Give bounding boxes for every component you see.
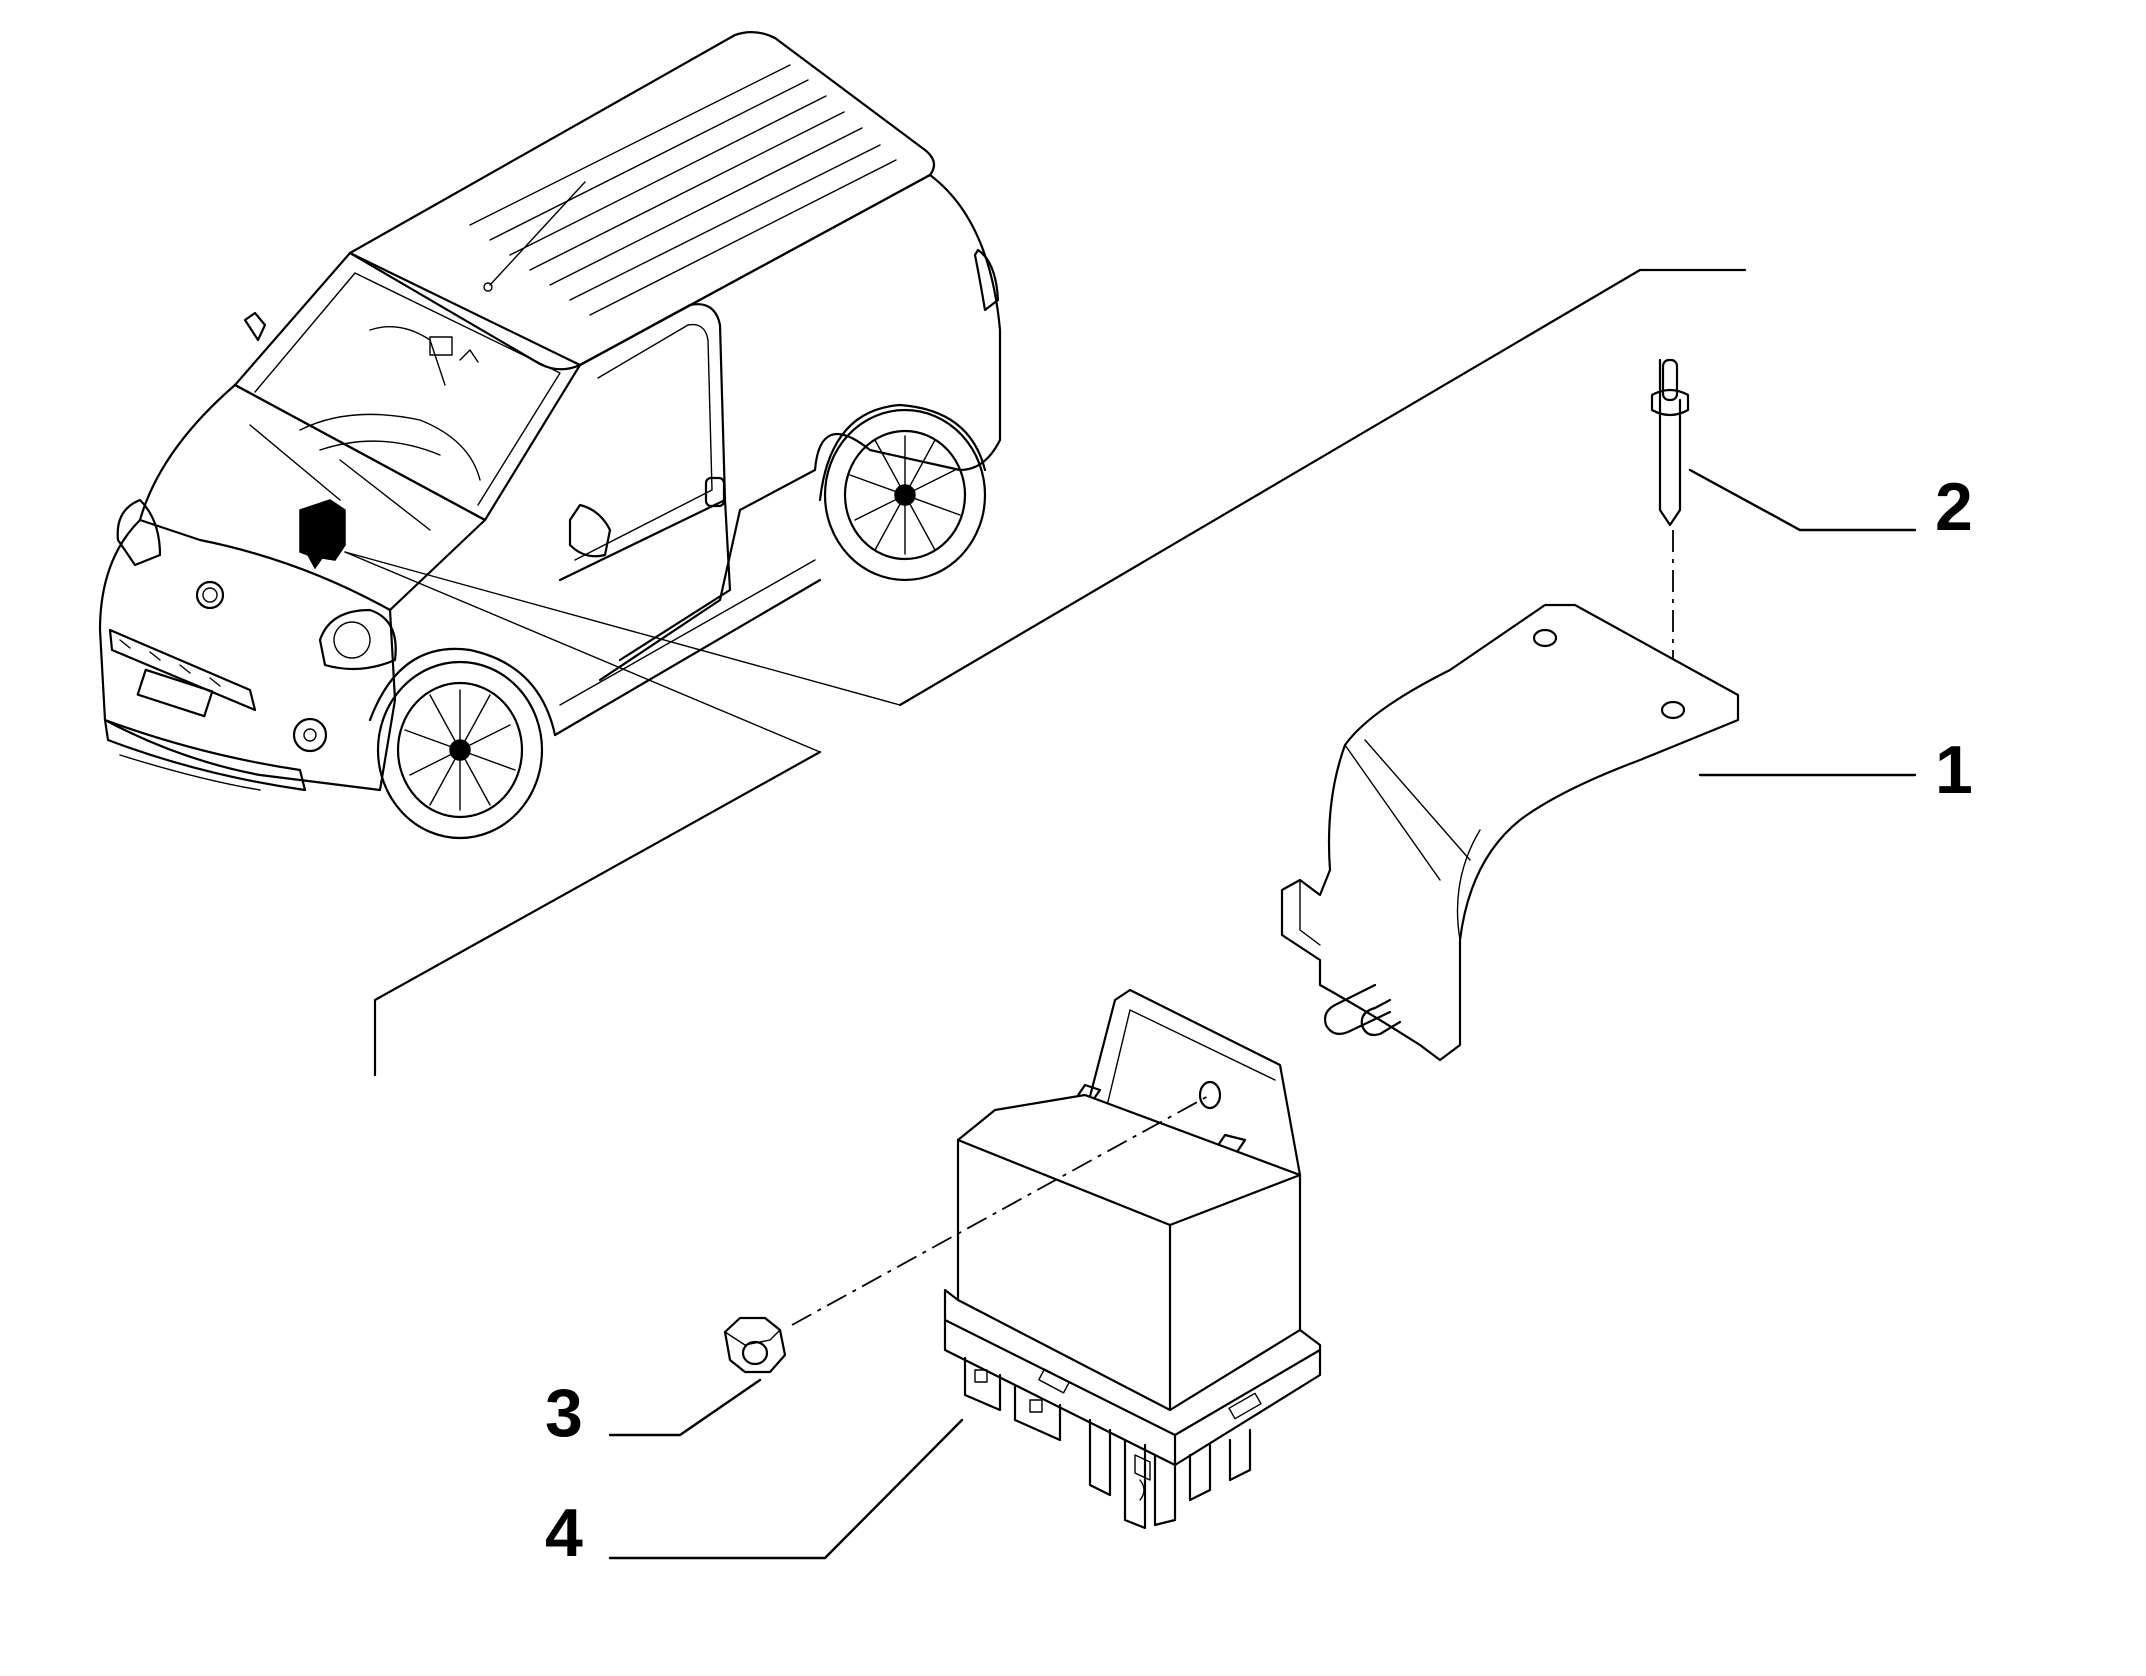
- relay-connector-pins: [963, 1356, 1252, 1530]
- van-door-line: [618, 498, 732, 662]
- callout-number-1: 1: [1935, 732, 1973, 808]
- van-side-panel: [578, 173, 1002, 682]
- bracket-part: [1280, 603, 1740, 1062]
- van-rear-wheel: [823, 408, 987, 582]
- van-mirror: [568, 503, 612, 558]
- van-roof: [348, 31, 936, 371]
- van-roof-ribs: [469, 64, 897, 316]
- van-relay-location-marker: [299, 499, 346, 570]
- van-logo: [195, 580, 225, 610]
- detail-zoom-frame: [344, 268, 1747, 1077]
- van-right-headlight: [318, 608, 397, 671]
- nut-part: [723, 1094, 1211, 1374]
- bracket-hole-lower: [1660, 700, 1686, 720]
- zoom-ray-upper: [344, 551, 901, 706]
- van-grille: [108, 628, 257, 712]
- bracket-body: [1280, 603, 1740, 1062]
- rivet-part: [1650, 358, 1690, 700]
- leader-4: [608, 1418, 964, 1560]
- callout-number-2: 2: [1935, 469, 1973, 545]
- van-left-headlight: [116, 498, 162, 567]
- leader-3: [608, 1378, 762, 1437]
- bracket-hole-upper: [1532, 628, 1558, 648]
- van-windshield: [233, 251, 582, 522]
- callout-leaders: [608, 468, 1917, 1560]
- van-front-wheel: [376, 660, 544, 840]
- zoom-ray-lower: [344, 551, 821, 753]
- callout-number-4: 4: [545, 1495, 583, 1571]
- callout-number-3: 3: [545, 1375, 583, 1451]
- van-illustration: [98, 31, 1002, 840]
- detail-frame-upper: [898, 268, 1747, 707]
- van-side-window: [558, 303, 727, 582]
- relay-part: [943, 988, 1322, 1530]
- detail-frame-lower: [373, 750, 822, 1077]
- nut-body: [723, 1316, 787, 1374]
- van-antenna: [489, 181, 586, 286]
- leader-2: [1688, 468, 1917, 532]
- van-hood: [138, 383, 487, 612]
- relay-base: [943, 1288, 1322, 1467]
- van-interior: [299, 325, 481, 481]
- van-license-plate: [136, 668, 214, 718]
